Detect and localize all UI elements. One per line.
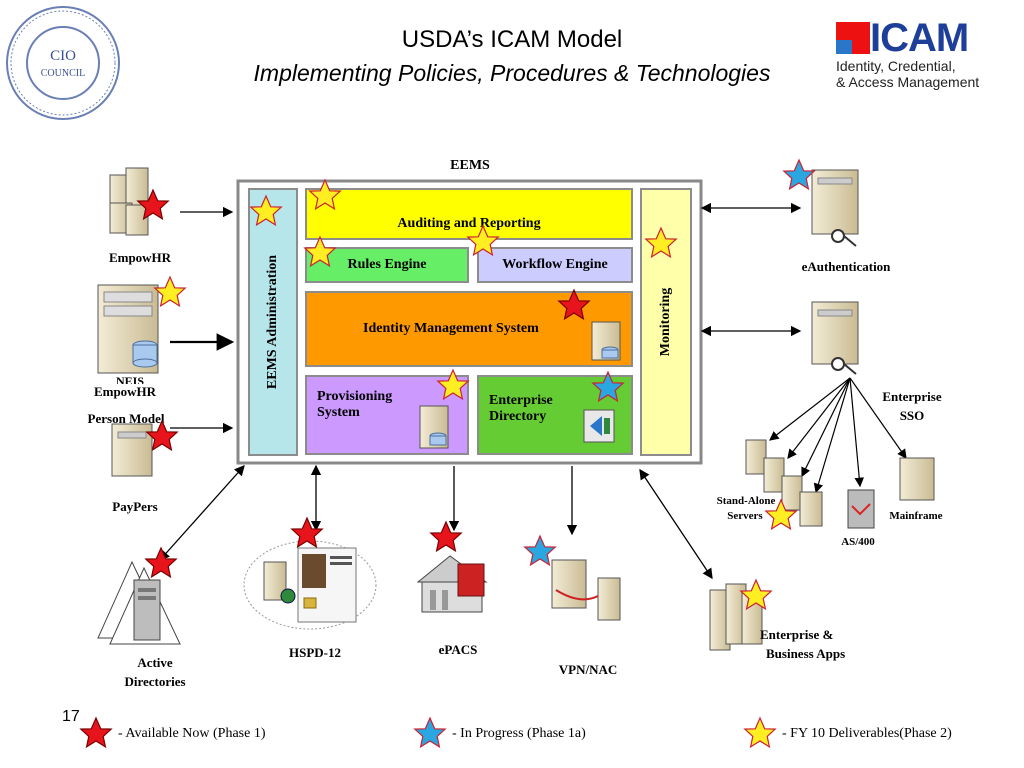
empowhr-label: EmpowHR xyxy=(108,250,172,265)
enterprise-apps-label-2: Business Apps xyxy=(766,646,846,661)
auditing-reporting-box: Auditing and Reporting xyxy=(305,188,633,240)
enterprise-apps-server-icon xyxy=(709,583,763,651)
epacs-building-icon xyxy=(416,555,488,613)
person-model-label: Person Model xyxy=(87,411,165,426)
eems-administration-label: EEMS Administration xyxy=(265,254,281,390)
enterprise-directory-label-2: Directory xyxy=(489,409,547,424)
epacs-label: ePACS xyxy=(438,642,478,657)
enterprise-directory-box: Enterprise Directory xyxy=(477,375,633,455)
standalone-servers-label-1: Stand-Alone xyxy=(716,495,776,507)
hspd12-label: HSPD-12 xyxy=(289,645,341,660)
vpn-nac-label: VPN/NAC xyxy=(558,662,618,677)
mainframe-icon xyxy=(899,457,935,501)
enterprise-sso-label-1: Enterprise xyxy=(882,389,942,404)
logo-tagline-2: & Access Management xyxy=(836,74,980,90)
hspd12-cloud-icon xyxy=(243,540,377,630)
vpn-nac-icon xyxy=(551,559,621,621)
rules-engine-box: Rules Engine xyxy=(305,247,469,283)
as400-icon xyxy=(847,489,875,529)
page-subtitle: Implementing Policies, Procedures & Tech… xyxy=(253,60,771,86)
enterprise-sso-label-2: SSO xyxy=(899,408,925,423)
workflow-engine-box: Workflow Engine xyxy=(477,247,633,283)
active-directories-icon xyxy=(97,560,181,645)
provisioning-label-1: Provisioning xyxy=(317,389,393,404)
identity-management-box: Identity Management System xyxy=(305,291,633,367)
auditing-reporting-label: Auditing and Reporting xyxy=(397,216,541,231)
monitoring-label: Monitoring xyxy=(658,287,674,357)
legend-red-label: - Available Now (Phase 1) xyxy=(118,726,266,741)
eauthentication-label: eAuthentication xyxy=(801,259,891,274)
monitoring-panel: Monitoring xyxy=(640,188,692,456)
sso-server-icon xyxy=(811,301,859,375)
active-directories-label-1: Active xyxy=(137,655,173,670)
rules-engine-label: Rules Engine xyxy=(347,257,427,272)
empowhr-server-icon xyxy=(109,167,149,236)
identity-management-label: Identity Management System xyxy=(363,321,539,336)
icam-logo: ICAM Identity, Credential, & Access Mana… xyxy=(836,18,1020,94)
mainframe-label: Mainframe xyxy=(889,510,943,522)
empowhr-database-server-icon xyxy=(97,284,159,374)
cio-council-seal: CIO COUNCIL xyxy=(4,4,122,122)
active-directories-label-2: Directories xyxy=(124,674,186,689)
page-number: 17 xyxy=(62,708,80,725)
eauthentication-server-icon xyxy=(811,169,859,247)
provisioning-label-2: System xyxy=(317,405,360,420)
paypers-server-icon xyxy=(111,423,153,477)
enterprise-apps-label-1: Enterprise & xyxy=(760,627,834,642)
legend-yellow-label: - FY 10 Deliverables(Phase 2) xyxy=(782,726,952,741)
legend-blue-label: - In Progress (Phase 1a) xyxy=(452,726,586,741)
empowhr-2-label: EmpowHR xyxy=(80,384,170,400)
standalone-servers-label-2: Servers xyxy=(727,510,763,522)
workflow-engine-label: Workflow Engine xyxy=(502,257,608,272)
eems-administration-panel: EEMS Administration xyxy=(248,188,298,456)
svg-text:CIO: CIO xyxy=(50,48,76,64)
page-title: USDA’s ICAM Model xyxy=(401,26,623,53)
logo-tagline-1: Identity, Credential, xyxy=(836,58,956,74)
svg-text:COUNCIL: COUNCIL xyxy=(41,68,85,79)
provisioning-system-box: Provisioning System xyxy=(305,375,469,455)
logo-text: ICAM xyxy=(870,16,969,60)
eems-label: EEMS xyxy=(450,158,490,173)
as400-label: AS/400 xyxy=(841,536,875,548)
paypers-label: PayPers xyxy=(112,499,158,514)
enterprise-directory-label-1: Enterprise xyxy=(489,393,553,408)
